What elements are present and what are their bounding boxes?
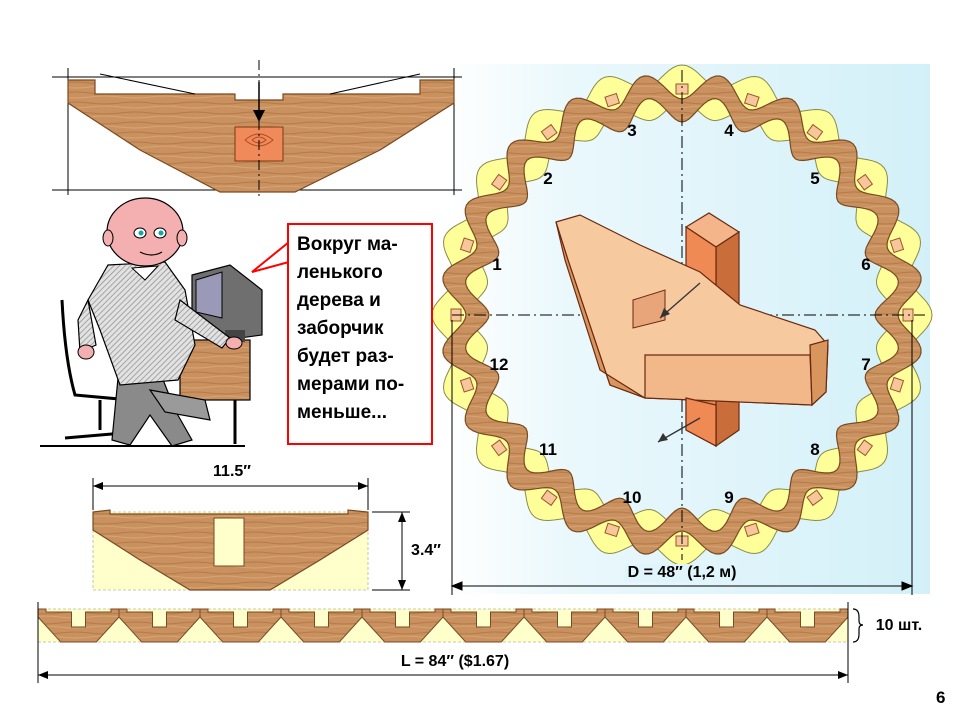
length-dimension-label: L = 84″ ($1.67) — [397, 653, 513, 671]
clock-number-3: 3 — [627, 121, 637, 140]
joint-block — [806, 123, 824, 141]
clock-number-1: 1 — [492, 255, 502, 274]
speech-bubble: Вокруг ма- ленького дерева и заборчик бу… — [287, 223, 433, 445]
man-at-computer-illustration — [40, 197, 263, 447]
strip-board-piece — [766, 608, 849, 643]
strip-board-piece — [199, 608, 282, 643]
clock-number-6: 6 — [861, 255, 871, 274]
clock-number-5: 5 — [810, 169, 820, 188]
clock-number-4: 4 — [724, 121, 734, 140]
top-cross-section — [52, 60, 462, 200]
strip-board-piece — [523, 608, 606, 643]
joint-block — [806, 489, 824, 507]
joint-block — [604, 522, 621, 538]
width-dimension-label: 11.5″ — [210, 463, 254, 481]
clock-number-8: 8 — [810, 440, 820, 459]
strip-board-piece — [37, 608, 120, 643]
clock-number-2: 2 — [543, 169, 553, 188]
joint-block — [856, 439, 874, 457]
clock-number-12: 12 — [489, 355, 509, 374]
joint-block — [490, 439, 508, 457]
joint-block — [889, 376, 905, 393]
joint-block — [856, 173, 874, 191]
board-profile — [92, 478, 410, 591]
page-number: 6 — [936, 688, 946, 707]
clock-number-11: 11 — [539, 440, 557, 459]
joint-block — [743, 92, 760, 108]
speech-line: будет раз- — [297, 346, 394, 367]
speech-bubble-tail — [251, 239, 290, 273]
strip-board-piece — [442, 608, 525, 643]
strip-board-piece — [604, 608, 687, 643]
strip-board-piece — [280, 608, 363, 643]
speech-line: ленького — [297, 262, 383, 283]
clock-number-7: 7 — [861, 355, 871, 374]
joint-block — [540, 123, 558, 141]
height-dimension-label: 3.4″ — [411, 542, 441, 559]
clock-number-10: 10 — [622, 488, 642, 507]
strip-board-piece — [361, 608, 444, 643]
speech-line: мерами по- — [297, 374, 405, 395]
joint-block — [459, 376, 475, 393]
speech-line: дерева и — [297, 290, 381, 311]
strip-board-piece — [118, 608, 201, 643]
quantity-label: 10 шт. — [875, 617, 923, 634]
long-board-strip — [37, 602, 864, 683]
joint-block — [540, 489, 558, 507]
strip-board-piece — [685, 608, 768, 643]
speech-line: меньше... — [297, 402, 388, 423]
joint-block — [889, 237, 905, 254]
joint-illustration — [555, 212, 829, 448]
joint-block — [743, 522, 760, 538]
diameter-dimension-label: D = 48″ (1,2 м) — [624, 564, 740, 582]
joint-block — [459, 237, 475, 254]
joint-block — [604, 92, 621, 108]
joint-block — [490, 173, 508, 191]
speech-line: заборчик — [297, 318, 384, 339]
speech-line: Вокруг ма- — [297, 234, 398, 255]
clock-number-9: 9 — [724, 488, 734, 507]
diameter-dimension — [450, 320, 914, 595]
